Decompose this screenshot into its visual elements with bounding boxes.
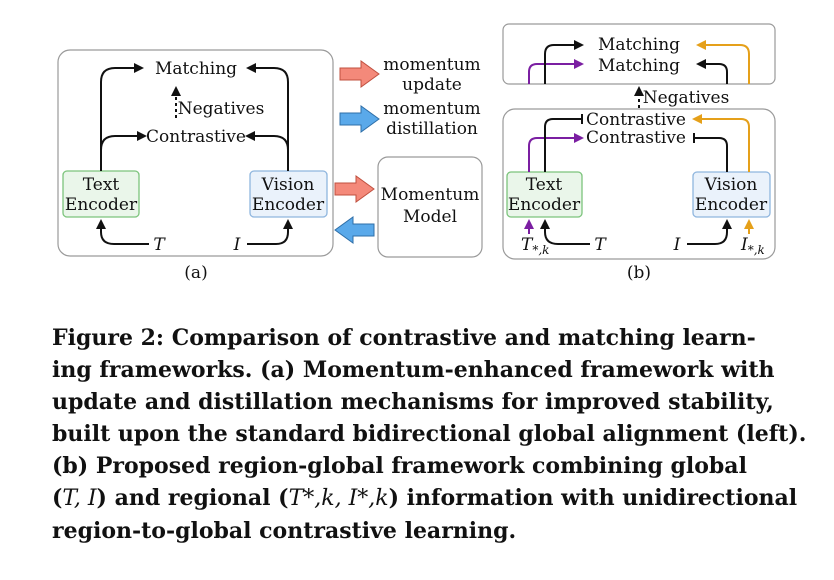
- panel-a-vision-to-contrastive-arrow: [245, 131, 289, 151]
- panel-a-negatives: Negatives: [178, 99, 265, 119]
- panel-b-text-to-contrastive-bar: [544, 114, 583, 172]
- panel-a-text-input: T: [153, 235, 166, 255]
- panel-a-vision-encoder-line1: Vision: [261, 175, 315, 195]
- momentum-distillation-arrow: [339, 105, 380, 133]
- panel-b-label: (b): [627, 263, 651, 283]
- panel-b-vision-encoder: [692, 171, 771, 218]
- panel-a-contrastive: Contrastive: [146, 127, 246, 147]
- momentum-update-line2: update: [402, 75, 462, 95]
- momentum-distillation-line1: momentum: [383, 99, 480, 119]
- panel-b-image-regional: I*,k: [740, 235, 765, 257]
- caption-line-6-post: ) information with unidirectional: [388, 485, 798, 511]
- panel-a-matching: Matching: [155, 59, 237, 79]
- momentum-legend: momentum update momentum distillation Mo…: [334, 55, 483, 258]
- panel-b-bottom-frame: [502, 108, 776, 260]
- momentum-distill-from-model-arrow: [334, 216, 375, 244]
- caption-math-regional: T*,k, I*,k: [288, 486, 389, 511]
- panel-b-regional-text-to-contrastive-arrow: [528, 133, 584, 172]
- caption-line-3: update and distillation mechanisms for i…: [52, 389, 774, 415]
- panel-b-image-global: I: [673, 235, 681, 255]
- caption-line-6-pre: (: [52, 485, 63, 511]
- panel-b-matching-2: Matching: [598, 56, 680, 76]
- panel-a-image-input-arrow: [247, 219, 293, 245]
- panel-b-image-to-contrastive-bar: [693, 133, 728, 172]
- figure-diagram: Matching Negatives Contrastive Text Enco…: [57, 23, 776, 283]
- panel-a: Matching Negatives Contrastive Text Enco…: [57, 49, 334, 283]
- panel-a-text-input-arrow: [96, 219, 149, 245]
- caption-line-7: region-to-global contrastive learning.: [52, 518, 517, 544]
- caption-line-2: ing frameworks. (a) Momentum-enhanced fr…: [52, 357, 775, 383]
- caption-math-global: T, I: [62, 486, 97, 511]
- caption-line-4: built upon the standard bidirectional gl…: [52, 421, 807, 447]
- panel-b-text-encoder-line2: Encoder: [508, 195, 581, 215]
- panel-b-text-regional: T*,k: [521, 235, 549, 257]
- panel-b-contrastive-2: Contrastive: [586, 128, 686, 148]
- momentum-update-to-model-arrow: [334, 175, 375, 203]
- panel-b-image-global-arrow: [687, 219, 732, 245]
- panel-b: Matching Matching Negatives Contrastive …: [502, 23, 776, 283]
- panel-b-regional-image-to-matching-arrow: [696, 40, 750, 84]
- panel-a-text-to-matching-arrow: [100, 63, 144, 171]
- panel-a-image-input: I: [233, 235, 241, 255]
- momentum-model-line1: Momentum: [381, 185, 480, 205]
- figure-caption: Figure 2: Comparison of contrastive and …: [52, 322, 807, 547]
- panel-b-text-regional-sub: *,k: [532, 243, 549, 257]
- panel-b-contrastive-1: Contrastive: [586, 110, 686, 130]
- momentum-model-line2: Model: [403, 207, 457, 227]
- panel-b-vision-encoder-line1: Vision: [704, 175, 758, 195]
- panel-b-matching-1: Matching: [598, 35, 680, 55]
- panel-b-text-encoder-line1: Text: [526, 175, 563, 195]
- panel-b-text-global-arrow: [540, 219, 590, 245]
- panel-b-regional-text-to-matching-arrow: [528, 59, 584, 84]
- caption-line-1: Figure 2: Comparison of contrastive and …: [52, 325, 756, 351]
- panel-b-regional-image-to-contrastive-arrow: [692, 114, 750, 172]
- panel-a-label: (a): [184, 263, 207, 283]
- momentum-distillation-line2: distillation: [386, 119, 478, 139]
- panel-b-image-regional-sub: *,k: [748, 243, 765, 257]
- caption-line-6: (T, I) and regional (T*,k, I*,k) informa…: [52, 482, 797, 515]
- panel-a-text-to-contrastive-arrow: [100, 131, 147, 151]
- panel-a-frame: [57, 49, 334, 257]
- momentum-update-arrow: [339, 60, 380, 88]
- panel-b-vision-encoder-line2: Encoder: [695, 195, 768, 215]
- caption-line-6-mid: ) and regional (: [96, 485, 289, 511]
- panel-b-negatives: Negatives: [643, 88, 730, 108]
- panel-b-text-global: T: [594, 235, 607, 255]
- panel-a-text-encoder-line2: Encoder: [65, 195, 138, 215]
- momentum-model-box: [377, 156, 483, 258]
- caption-line-5: (b) Proposed region-global framework com…: [52, 453, 747, 479]
- panel-b-top-frame: [502, 23, 776, 85]
- panel-a-vision-encoder-line2: Encoder: [252, 195, 325, 215]
- panel-a-text-encoder-line1: Text: [83, 175, 120, 195]
- panel-b-text-to-matching-arrow: [544, 40, 584, 84]
- panel-b-image-to-matching-arrow: [696, 59, 728, 84]
- momentum-update-line1: momentum: [383, 55, 480, 75]
- panel-a-vision-to-matching-arrow: [246, 63, 289, 171]
